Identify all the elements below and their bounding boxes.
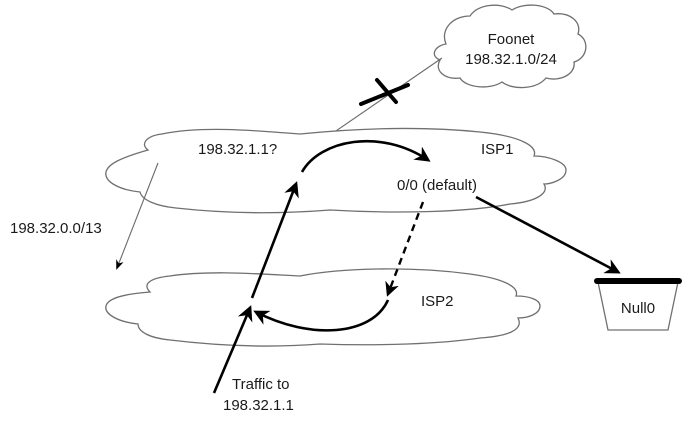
isp2-cloud — [105, 268, 541, 347]
foonet-prefix: 198.32.1.0/24 — [465, 51, 557, 68]
foonet-isp1-link — [332, 57, 443, 134]
isp2-name: ISP2 — [421, 293, 454, 310]
aggregate-route-label: 198.32.0.0/13 — [10, 220, 102, 237]
default-route-dashed-arrow — [385, 201, 425, 297]
null0-label: Null0 — [621, 300, 655, 317]
traffic-line-to-isp1 — [250, 181, 299, 299]
incoming-traffic-arrow — [212, 305, 253, 394]
isp1-query-label: 198.32.1.1? — [198, 141, 277, 158]
broken-link-x-icon — [359, 78, 410, 106]
aggregate-route-arrow — [116, 162, 159, 270]
null0-bucket-icon — [594, 278, 682, 331]
isp1-default-route-label: 0/0 (default) — [397, 177, 477, 194]
foonet-name: Foonet — [488, 31, 536, 48]
isp1-cloud — [105, 127, 567, 214]
isp2-return-arrow — [253, 299, 390, 332]
isp1-name: ISP1 — [481, 141, 514, 158]
isp1-lookup-arrow — [300, 139, 431, 173]
default-to-null0-arrow — [475, 195, 621, 274]
traffic-label-line2: 198.32.1.1 — [223, 397, 294, 414]
foonet-cloud — [433, 4, 587, 89]
traffic-label-line1: Traffic to — [232, 376, 290, 393]
